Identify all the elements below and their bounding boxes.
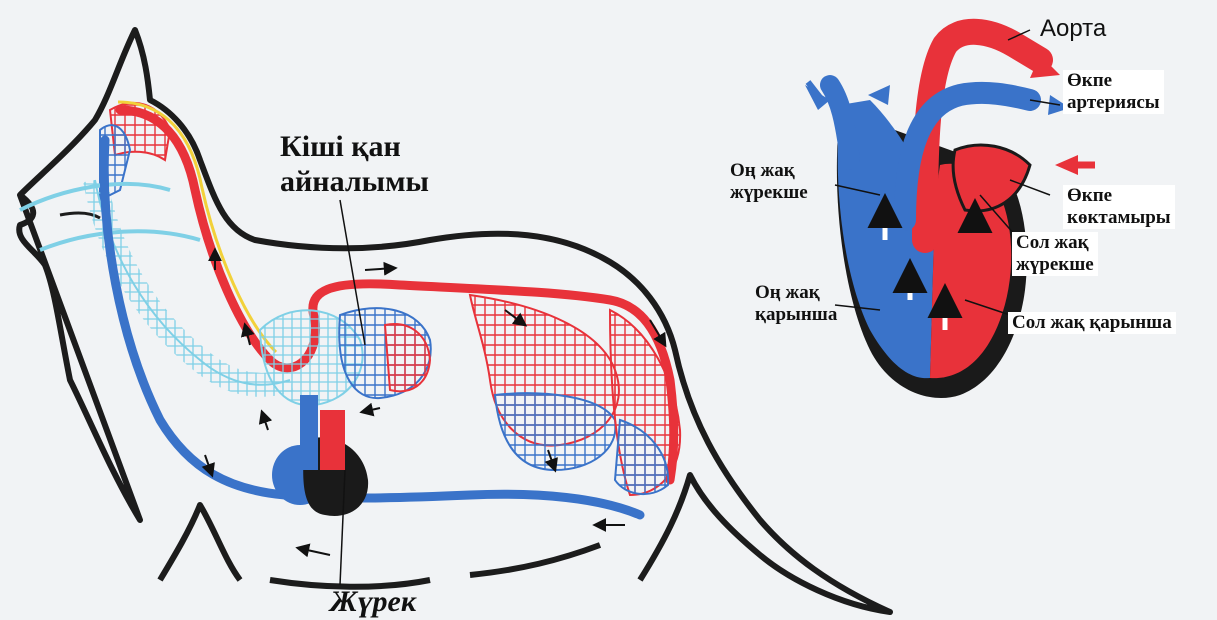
animal-heart [272,395,368,516]
vena-cava-shape [830,85,850,160]
arrow-in-pulmonary-vein [1055,155,1078,175]
label-right-atrium: Оң жақ жүрекше [730,160,808,204]
label-small-circulation: Кіші қан айналымы [280,130,429,199]
label-left-atrium: Сол жақ жүрекше [1012,232,1098,276]
label-right-ventricle: Оң жақ қарынша [755,282,837,326]
label-heart: Жүрек [330,585,416,620]
label-pulmonary-vein: Өкпе көктамыры [1063,185,1175,229]
intestine-capillaries-blue [495,393,616,470]
label-left-ventricle: Сол жақ қарынша [1008,312,1176,334]
label-aorta: Аорта [1040,15,1106,43]
label-pulmonary-artery: Өкпе артериясы [1063,70,1164,114]
heart-diagram [805,30,1095,398]
